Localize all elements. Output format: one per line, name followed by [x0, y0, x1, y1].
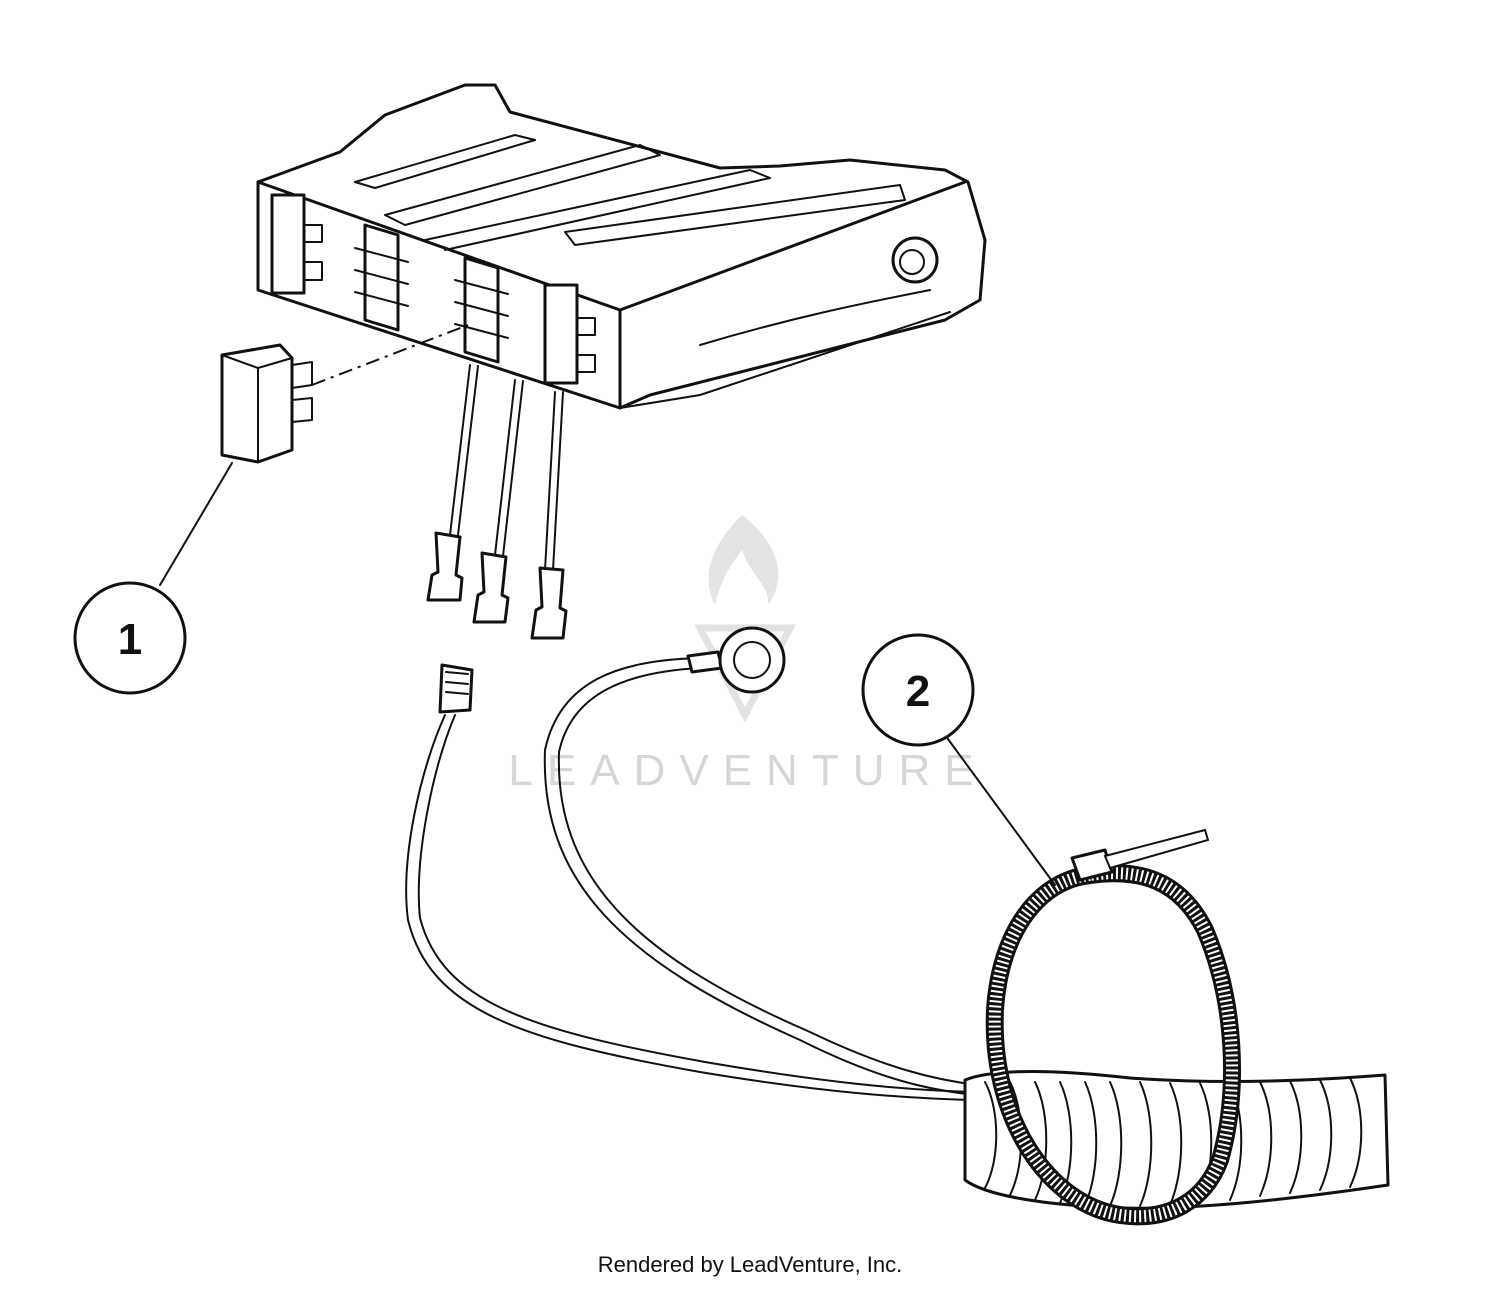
callout-1: 1: [73, 462, 233, 695]
wire-lead-2: [472, 379, 524, 624]
fuse-slot-3: [454, 256, 509, 364]
ring-terminal-lead: [543, 626, 979, 1096]
spade-lead: [405, 663, 973, 1101]
watermark: LEADVENTURE: [508, 515, 987, 795]
callout-1-number: 1: [118, 615, 142, 664]
cable-tie: [985, 828, 1241, 1226]
fuse-slot-1: [270, 193, 323, 295]
wire-lead-3: [530, 391, 568, 640]
watermark-text: LEADVENTURE: [508, 746, 987, 795]
callout-2: 2: [861, 633, 1056, 886]
wire-lead-1: [426, 364, 479, 602]
fuse-block: [256, 83, 987, 410]
fuse-slot-2: [354, 223, 409, 332]
fuse: [220, 343, 313, 464]
fuse-slot-4: [543, 283, 596, 385]
wire-loom: [963, 1069, 1390, 1210]
render-credit: Rendered by LeadVenture, Inc.: [597, 1252, 903, 1277]
callout-2-number: 2: [906, 667, 930, 716]
